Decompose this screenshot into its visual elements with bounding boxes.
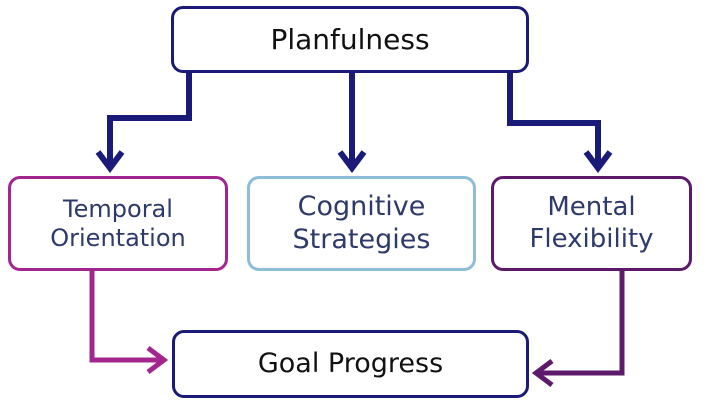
edge-planfulness-temporal xyxy=(95,73,192,173)
node-planfulness: Planfulness xyxy=(171,6,529,73)
node-temporal-line2: Orientation xyxy=(50,223,186,252)
node-planfulness-label: Planfulness xyxy=(270,22,430,56)
edge-mental-goal xyxy=(531,271,625,387)
node-cognitive-strategies: Cognitive Strategies xyxy=(247,176,476,271)
node-cognitive-line1: Cognitive xyxy=(297,191,426,223)
node-temporal-line1: Temporal xyxy=(63,194,173,223)
edge-temporal-goal xyxy=(89,271,169,374)
edge-planfulness-mental xyxy=(507,73,613,173)
node-goal-progress: Goal Progress xyxy=(172,330,529,398)
node-goal-label: Goal Progress xyxy=(257,347,444,379)
edge-planfulness-cognitive xyxy=(337,73,367,173)
node-mental-flexibility: Mental Flexibility xyxy=(491,176,692,271)
node-mental-line1: Mental xyxy=(547,192,636,223)
node-mental-line2: Flexibility xyxy=(529,223,654,254)
node-temporal-orientation: Temporal Orientation xyxy=(8,176,228,271)
node-cognitive-line2: Strategies xyxy=(292,223,431,255)
